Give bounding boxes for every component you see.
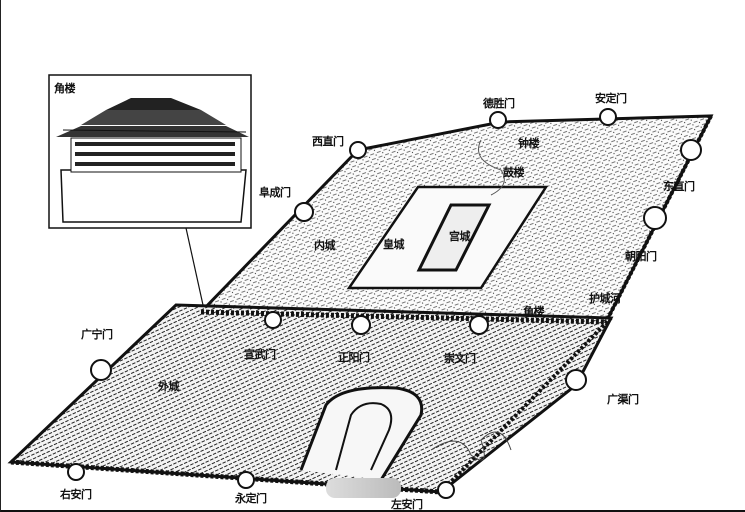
landmark-neicheng: 内城 <box>314 239 336 252</box>
inset-label: 角楼 <box>54 82 76 95</box>
temple-of-heaven <box>299 386 424 481</box>
gate-fuchengmen: 阜成门 <box>259 186 291 199</box>
gate-chaoyangmen: 朝阳门 <box>625 250 657 263</box>
palace-city <box>416 203 492 272</box>
gate-zhengyangmen: 正阳门 <box>338 351 370 364</box>
landmark-zhonglou: 钟楼 <box>518 137 540 150</box>
gate-zuoanmen: 左安门 <box>391 498 423 511</box>
corner-tower-drawing <box>56 98 249 223</box>
watermark-blur <box>326 478 401 498</box>
landmark-jiaolou: 角楼 <box>523 305 545 318</box>
gate-xuanwumen: 宣武门 <box>244 348 276 361</box>
outer-city <box>7 303 614 494</box>
gate-dongzhimen: 东直门 <box>663 180 695 193</box>
gate-guangningmen: 广宁门 <box>81 328 113 341</box>
gate-andingmen: 安定门 <box>595 92 627 105</box>
landmark-huchenghe: 护城河 <box>589 292 621 305</box>
gate-yongdingmen: 永定门 <box>235 492 267 505</box>
landmark-gongcheng: 宫城 <box>449 230 471 243</box>
gate-deshengmen: 德胜门 <box>483 97 515 110</box>
gate-youanmen: 右安门 <box>60 488 92 501</box>
landmark-huangcheng: 皇城 <box>383 238 405 251</box>
landmark-gulou: 鼓楼 <box>503 166 525 179</box>
gate-xizhimen: 西直门 <box>312 135 344 148</box>
landmark-waicheng: 外城 <box>158 380 180 393</box>
gate-chongwenmen: 崇文门 <box>444 352 476 365</box>
gate-guangqumen: 广渠门 <box>607 393 639 406</box>
